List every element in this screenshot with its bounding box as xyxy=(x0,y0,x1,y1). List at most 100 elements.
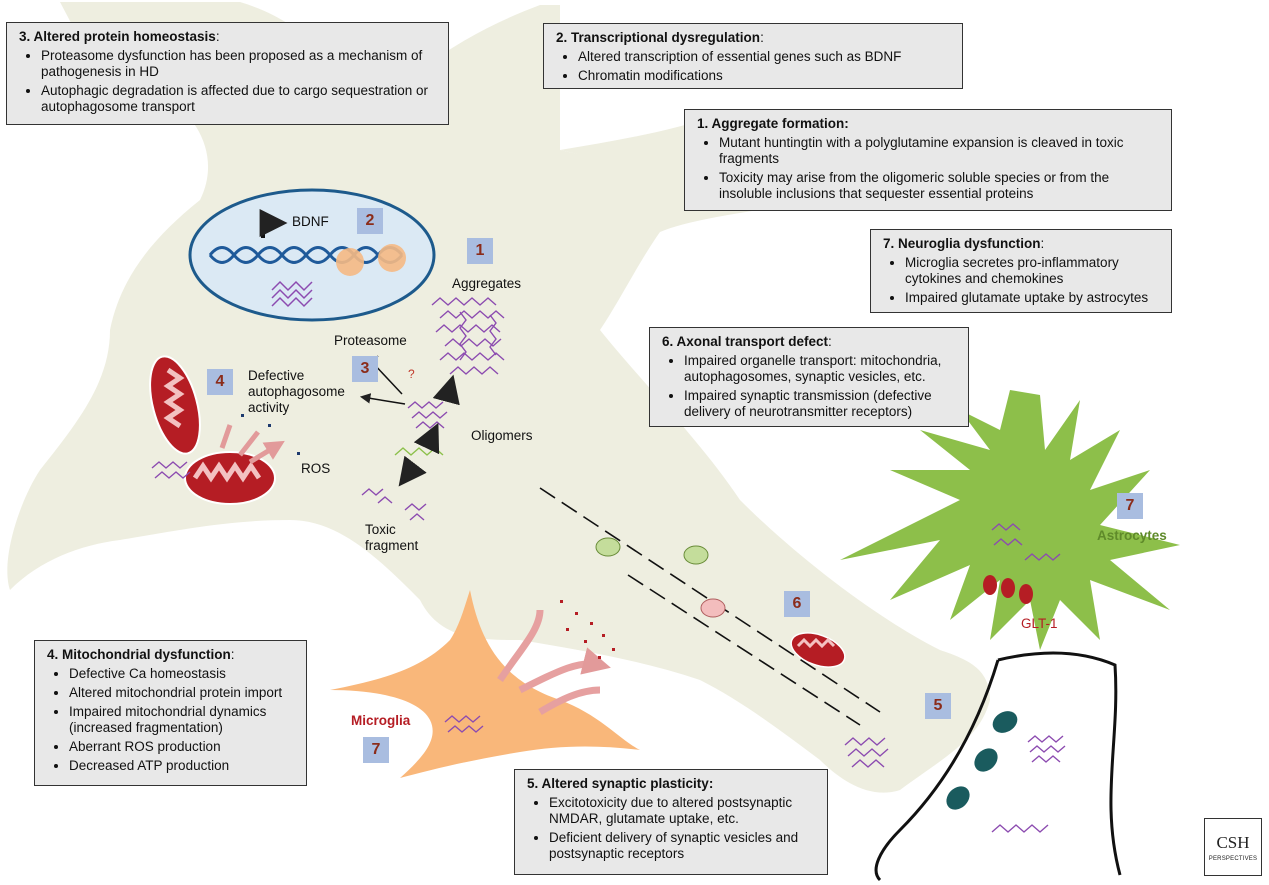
vesicle-icon xyxy=(595,537,621,557)
badge-6: 6 xyxy=(784,591,810,617)
badge-7-astrocytes: 7 xyxy=(1117,493,1143,519)
badge-2: 2 xyxy=(357,208,383,234)
microtubule-track xyxy=(539,487,881,713)
box-title-rest: : xyxy=(1040,236,1045,251)
list-item: Aberrant ROS production xyxy=(69,739,296,755)
cytokine-dots xyxy=(560,600,615,659)
list-item: Mutant huntingtin with a polyglutamine e… xyxy=(719,135,1161,167)
list-item: Excitotoxicity due to altered postsynapt… xyxy=(549,795,817,827)
box-title-bold: 2. Transcriptional dysregulation xyxy=(556,30,761,45)
ros-dot xyxy=(241,414,244,417)
histone xyxy=(336,248,364,276)
arrow-icon xyxy=(432,374,460,406)
list-item: Defective Ca homeostasis xyxy=(69,666,296,682)
synapse-receptor xyxy=(992,711,1018,733)
mito-release-arrow-icon xyxy=(219,424,278,465)
mitochondrion-icon xyxy=(184,451,276,505)
glt1-transporter xyxy=(983,575,997,595)
list-item: Toxicity may arise from the oligomeric s… xyxy=(719,170,1161,202)
box-title-bold: 5. Altered synaptic plasticity: xyxy=(527,776,714,791)
box-aggregate-formation: 1. Aggregate formation: Mutant huntingti… xyxy=(684,109,1172,211)
label-glt1: GLT-1 xyxy=(1021,616,1058,631)
list-item: Impaired glutamate uptake by astrocytes xyxy=(905,290,1161,306)
synapse-receptor xyxy=(974,748,998,772)
box-title-bold: 6. Axonal transport defect xyxy=(662,334,829,349)
box-title: 1. Aggregate formation: xyxy=(697,116,1161,132)
badge-7-microglia: 7 xyxy=(363,737,389,763)
arrow-icon xyxy=(359,393,406,405)
box-title: 2. Transcriptional dysregulation: xyxy=(556,30,952,46)
transcription-arrow-icon xyxy=(259,209,288,238)
wave-icon xyxy=(271,280,313,308)
box-title-bold: 7. Neuroglia dysfunction xyxy=(883,236,1041,251)
wave-icon xyxy=(1027,735,1066,763)
csh-logo: CSH PERSPECTIVES xyxy=(1204,818,1262,876)
microtubule-track xyxy=(627,574,861,726)
box-title-bold: 1. Aggregate formation: xyxy=(697,116,849,131)
box-title-rest: : xyxy=(230,647,235,662)
box-axonal-transport-defect: 6. Axonal transport defect: Impaired org… xyxy=(649,327,969,427)
box-title: 4. Mitochondrial dysfunction: xyxy=(47,647,296,663)
list-item: Impaired mitochondrial dynamics (increas… xyxy=(69,704,296,736)
label-question: ? xyxy=(408,367,415,381)
box-title-bold: 3. Altered protein homeostasis xyxy=(19,29,216,44)
list-item: Impaired organelle transport: mitochondr… xyxy=(684,353,958,385)
aggregates-cluster xyxy=(431,297,505,375)
label-proteasome: Proteasome xyxy=(334,333,407,348)
wave-icon xyxy=(991,824,1049,833)
list-item: Impaired synaptic transmission (defectiv… xyxy=(684,388,958,420)
glt1-transporter xyxy=(1001,578,1015,598)
list-item: Decreased ATP production xyxy=(69,758,296,774)
badge-1: 1 xyxy=(467,238,493,264)
label-oligomers: Oligomers xyxy=(471,428,533,443)
glt1-transporter xyxy=(1019,584,1033,604)
box-mitochondrial-dysfunction: 4. Mitochondrial dysfunction: Defective … xyxy=(34,640,307,786)
vesicle-icon xyxy=(683,545,709,565)
label-defective-autophagosome: Defective autophagosome activity xyxy=(248,368,345,415)
box-title-bold: 4. Mitochondrial dysfunction xyxy=(47,647,231,662)
badge-3: 3 xyxy=(352,356,378,382)
vesicle-icon xyxy=(700,598,726,618)
logo-text: CSH xyxy=(1216,833,1250,852)
wave-icon xyxy=(844,737,889,768)
ros-dot xyxy=(268,424,271,427)
list-item: Proteasome dysfunction has been proposed… xyxy=(41,48,438,80)
histone xyxy=(378,244,406,272)
postsynaptic-membrane xyxy=(874,651,1122,882)
mitochondrion-icon xyxy=(149,355,201,455)
label-astrocytes: Astrocytes xyxy=(1097,528,1167,543)
microglia-cell xyxy=(330,590,640,778)
list-item: Microglia secretes pro-inflammatory cyto… xyxy=(905,255,1161,287)
label-toxic-fragment: Toxic fragment xyxy=(365,522,419,553)
mitochondrion-icon xyxy=(790,632,846,668)
wave-icon xyxy=(991,523,1023,546)
arrow-icon xyxy=(398,455,427,487)
logo-subtext: PERSPECTIVES xyxy=(1208,856,1258,862)
badge-4: 4 xyxy=(207,369,233,395)
label-bdnf: BDNF xyxy=(292,214,329,229)
box-title-rest: : xyxy=(828,334,832,349)
box-title: 3. Altered protein homeostasis: xyxy=(19,29,438,45)
box-altered-protein-homeostasis: 3. Altered protein homeostasis: Proteaso… xyxy=(6,22,449,125)
box-title: 7. Neuroglia dysfunction: xyxy=(883,236,1161,252)
arrow-icon xyxy=(413,422,440,455)
box-title: 6. Axonal transport defect: xyxy=(662,334,958,350)
list-item: Altered mitochondrial protein import xyxy=(69,685,296,701)
wave-icon xyxy=(1024,553,1061,561)
box-title: 5. Altered synaptic plasticity: xyxy=(527,776,817,792)
wave-icon xyxy=(151,461,191,479)
label-ros: ROS xyxy=(301,461,331,476)
list-item: Altered transcription of essential genes… xyxy=(578,49,952,65)
list-item: Autophagic degradation is affected due t… xyxy=(41,83,438,115)
astrocyte-cell xyxy=(840,390,1180,650)
box-transcriptional-dysregulation: 2. Transcriptional dysregulation: Altere… xyxy=(543,23,963,89)
fragment-wave-icon xyxy=(361,488,427,521)
badge-5: 5 xyxy=(925,693,951,719)
synapse-receptor xyxy=(946,786,970,810)
box-title-rest: : xyxy=(215,29,220,44)
list-item: Chromatin modifications xyxy=(578,68,952,84)
wave-icon xyxy=(444,715,484,733)
microglia-secretion-arrow-icon xyxy=(497,609,600,694)
label-aggregates: Aggregates xyxy=(452,276,522,291)
